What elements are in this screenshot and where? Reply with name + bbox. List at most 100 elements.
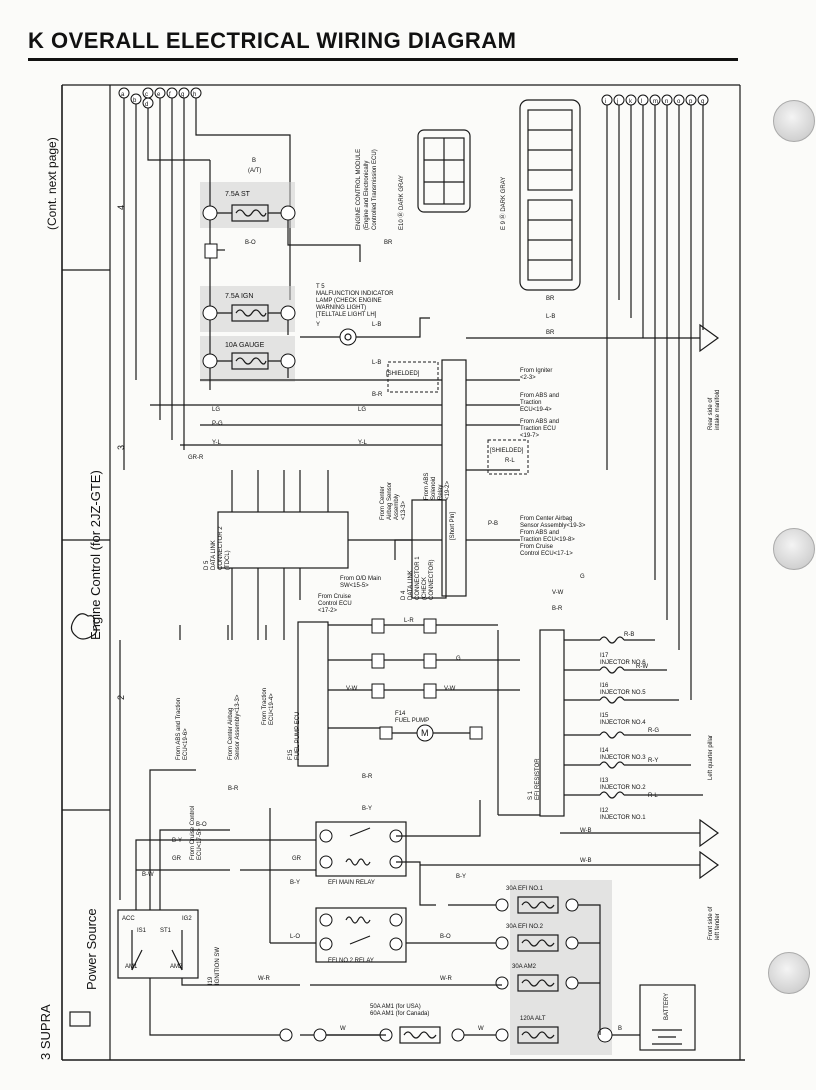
ground-symbols — [420, 323, 720, 880]
shielded-box-2 — [487, 439, 529, 475]
svg-text:LG: LG — [358, 407, 366, 413]
ecu-connector-e9 — [519, 99, 581, 291]
svg-text:Y: Y — [316, 322, 320, 328]
svg-text:k: k — [629, 99, 633, 105]
svg-text:BR: BR — [546, 330, 555, 336]
ecu-title: ENGINE CONTROL MODULE (Engine and Electr… — [356, 147, 378, 230]
letter-terminal-b: b — [130, 93, 142, 105]
svg-text:m: m — [653, 99, 658, 105]
note-airbag-sensor: From CenterAirbag SensorAssembly<13-3> — [380, 482, 407, 520]
fuse-am1: 50A AM1 (for USA)60A AM1 (for Canada) — [370, 1004, 465, 1044]
svg-text:D 5DATA LINKCONNECTOR 2(TDCL): D 5DATA LINKCONNECTOR 2(TDCL) — [204, 526, 231, 570]
ignition-switch: ACC IS1 ST1 IG2 AM1 AM2 I19IGNITION SW — [117, 909, 221, 985]
svg-text:B-R: B-R — [228, 786, 239, 792]
power-source-label: Power Source — [84, 908, 99, 990]
injector-coils — [599, 636, 703, 799]
page-title: K OVERALL ELECTRICAL WIRING DIAGRAM — [28, 28, 517, 53]
svg-text:B-Y: B-Y — [172, 838, 182, 844]
svg-text:B-Y: B-Y — [362, 806, 372, 812]
battery: BATTERY — [612, 984, 696, 1051]
letter-terminal-l: l — [637, 94, 649, 106]
svg-text:GR: GR — [292, 856, 302, 862]
svg-text:q: q — [701, 99, 704, 105]
svg-text:AM2: AM2 — [170, 964, 183, 970]
letter-terminal-i: i — [601, 94, 613, 106]
svg-text:G: G — [580, 574, 585, 580]
svg-text:W: W — [340, 1026, 346, 1032]
svg-text:p: p — [689, 99, 693, 105]
svg-text:b: b — [133, 98, 137, 104]
svg-text:j: j — [616, 99, 618, 105]
letter-terminal-q: q — [697, 94, 709, 106]
svg-text:i: i — [605, 99, 606, 105]
svg-text:l: l — [641, 99, 642, 105]
letter-terminal-c: c — [142, 87, 154, 99]
main-fuse-shade — [510, 880, 612, 1055]
ecu-connector-e10 — [417, 129, 471, 213]
svg-text:B-W: B-W — [142, 872, 154, 878]
svg-text:g: g — [181, 92, 184, 98]
svg-text:7.5A ST: 7.5A ST — [225, 191, 251, 198]
malfunction-indicator-lamp: T 5 MALFUNCTION INDICATOR LAMP (CHECK EN… — [300, 284, 430, 346]
svg-text:W-R: W-R — [440, 976, 453, 982]
svg-text:BR: BR — [384, 240, 393, 246]
svg-text:V-W: V-W — [444, 686, 456, 692]
col-num-2: 2 — [116, 695, 126, 700]
letter-terminal-f: f — [166, 87, 178, 99]
svg-text:B-Y: B-Y — [290, 880, 300, 886]
shielded-label-2: [SHIELDED] — [490, 448, 524, 454]
ecu-pin-block — [150, 359, 520, 597]
svg-text:EFI MAIN RELAY: EFI MAIN RELAY — [328, 880, 375, 886]
note-front-fender: Front side ofleft fender — [708, 906, 721, 940]
e9-label: E 9 Ⓑ DARK GRAY — [499, 177, 507, 230]
binder-hole-middle — [773, 528, 815, 570]
svg-text:R-Y: R-Y — [648, 758, 658, 764]
svg-text:G: G — [456, 656, 461, 662]
col-num-3: 3 — [116, 445, 126, 450]
svg-text:D 4DATA LINKCONNECTOR 1(CHECKC: D 4DATA LINKCONNECTOR 1(CHECKCONNECTOR) — [401, 556, 435, 600]
fuse-7-5a-ign: 7.5A IGN — [202, 293, 296, 322]
svg-text:S 1EFI RESISTOR: S 1EFI RESISTOR — [528, 758, 541, 800]
svg-text:o: o — [677, 99, 681, 105]
cont-next-page: (Cont. next page) — [45, 137, 59, 230]
svg-text:LG: LG — [212, 407, 220, 413]
letter-terminal-n: n — [661, 94, 673, 106]
svg-text:F15FUEL PUMP ECU: F15FUEL PUMP ECU — [288, 712, 301, 760]
svg-text:B: B — [252, 158, 256, 164]
svg-text:120A ALT: 120A ALT — [520, 1016, 546, 1022]
svg-text:R-G: R-G — [648, 728, 659, 734]
letter-terminal-o: o — [673, 94, 685, 106]
letter-terminal-j: j — [613, 94, 625, 106]
col-num-4: 4 — [116, 205, 126, 210]
right-letter-terminals: i j k l m n o p q — [601, 94, 709, 106]
svg-text:e: e — [157, 92, 161, 98]
svg-text:a: a — [121, 92, 125, 98]
svg-text:IS1: IS1 — [137, 928, 147, 934]
efi-resistor: S 1EFI RESISTOR — [497, 629, 600, 817]
svg-text:M: M — [421, 728, 429, 738]
note-bottom-left-airbag: From Center AirbagSensor Assembly<13-3> — [228, 694, 241, 760]
connector-ii1 — [204, 243, 218, 259]
binder-hole-top — [773, 100, 815, 142]
svg-text:P-G: P-G — [212, 421, 223, 427]
svg-text:R-L: R-L — [505, 458, 515, 464]
svg-text:GR: GR — [172, 856, 182, 862]
e10-label: E10 Ⓑ DARK GRAY — [397, 175, 405, 230]
note-from-igniter: From Igniter<2-3> — [520, 368, 552, 381]
letter-terminal-g: g — [178, 87, 190, 99]
section-title: Engine Control (for 2JZ-GTE) — [88, 470, 103, 640]
svg-text:BATTERY: BATTERY — [664, 993, 670, 1020]
svg-text:IG2: IG2 — [182, 916, 192, 922]
svg-text:L-R: L-R — [404, 618, 414, 624]
fuse-7-5a-st: 7.5A ST — [202, 191, 296, 222]
svg-text:c: c — [145, 92, 148, 98]
svg-text:B-Y: B-Y — [456, 874, 466, 880]
